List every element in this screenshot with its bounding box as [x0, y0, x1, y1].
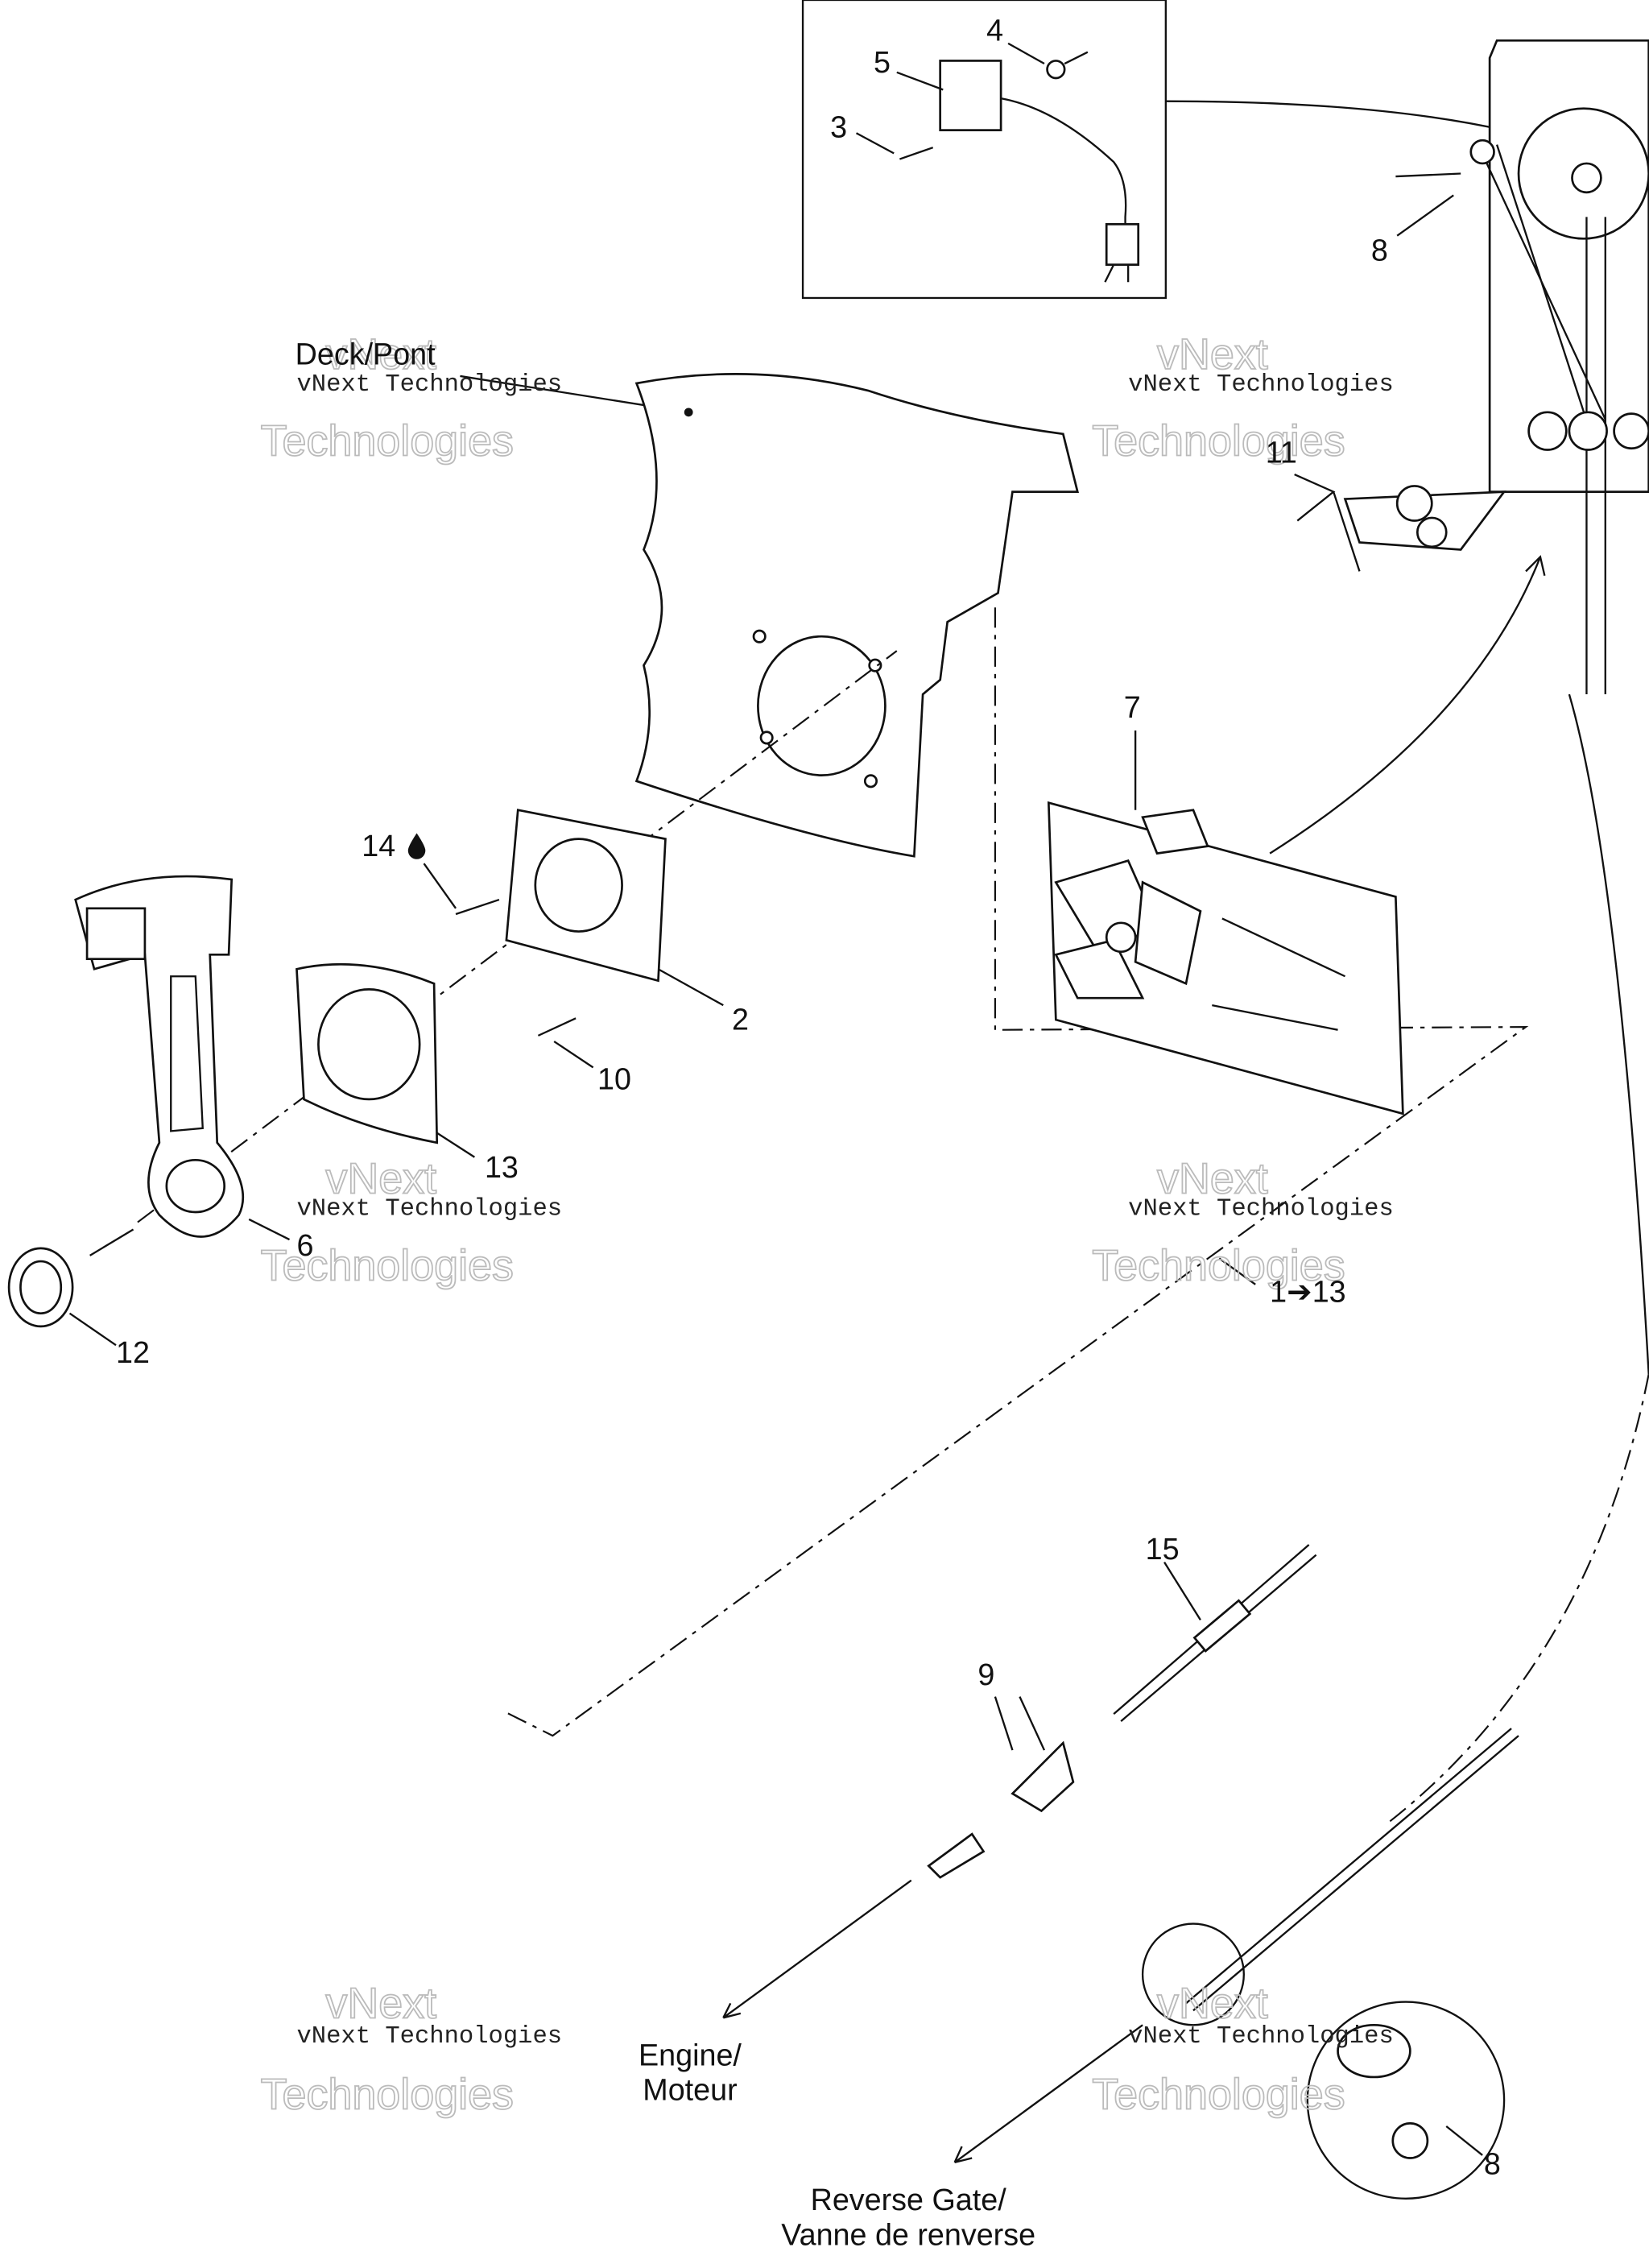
trim-ring [295, 962, 439, 1144]
svg-text:vNext: vNext [325, 1155, 436, 1203]
svg-text:vNext: vNext [1157, 1979, 1268, 2027]
svg-text:vNext Technologies: vNext Technologies [296, 2023, 562, 2051]
callout-15: 15 [1146, 1532, 1180, 1566]
svg-text:vNext Technologies: vNext Technologies [296, 1196, 562, 1223]
engine-label: Engine/ [639, 2038, 742, 2072]
callout-12: 12 [116, 1335, 150, 1369]
drop-icon [407, 833, 426, 859]
callout-9: 9 [977, 1658, 994, 1691]
reverse-gate-label-fr: Vanne de renverse [781, 2217, 1035, 2251]
callout-1-to-13: 1➔13 [1270, 1274, 1346, 1308]
svg-text:Technologies: Technologies [261, 2070, 514, 2118]
callout-labels: 4 5 3 8 Deck/Pont 11 7 14 2 10 13 6 12 1… [116, 13, 1501, 2251]
svg-text:Technologies: Technologies [261, 417, 514, 466]
control-handle [7, 875, 245, 1328]
callout-6: 6 [296, 1228, 313, 1262]
bezel-plate [455, 809, 667, 1037]
svg-text:Technologies: Technologies [1092, 1241, 1345, 1289]
reverse-gate-label: Reverse Gate/ [811, 2183, 1007, 2216]
flow-arrow [1269, 555, 1546, 855]
callout-10: 10 [597, 1062, 631, 1095]
callout-5: 5 [874, 45, 891, 79]
deck-plate [634, 373, 1080, 858]
callout-3: 3 [830, 110, 847, 144]
svg-text:vNext: vNext [325, 1979, 436, 2027]
mechanism-plate [1047, 801, 1404, 1115]
svg-text:vNext Technologies: vNext Technologies [1128, 1196, 1394, 1223]
callout-14: 14 [362, 829, 395, 863]
inset-box [801, 0, 1505, 300]
callout-7: 7 [1124, 690, 1141, 724]
svg-text:Technologies: Technologies [1092, 417, 1345, 466]
svg-text:vNext Technologies: vNext Technologies [1128, 371, 1394, 399]
callout-13: 13 [485, 1150, 519, 1184]
control-box [1343, 39, 1649, 1375]
watermark: vNext vNext Technologies Technologies vN… [260, 329, 1394, 2119]
leader-lines [68, 42, 1483, 2156]
svg-text:vNext: vNext [1157, 330, 1268, 379]
svg-text:vNext: vNext [1157, 1155, 1268, 1203]
callout-11: 11 [1266, 436, 1297, 470]
callout-8-detail: 8 [1484, 2146, 1501, 2180]
callout-4: 4 [986, 13, 1003, 47]
svg-text:vNext Technologies: vNext Technologies [1128, 2023, 1394, 2051]
cables [722, 1544, 1519, 2200]
deck-label: Deck/Pont [295, 337, 436, 371]
callout-8: 8 [1371, 233, 1388, 267]
svg-text:Technologies: Technologies [261, 1241, 514, 1289]
svg-text:Technologies: Technologies [1092, 2070, 1345, 2118]
engine-label-fr: Moteur [643, 2073, 737, 2107]
svg-text:vNext: vNext [325, 330, 436, 379]
svg-text:vNext Technologies: vNext Technologies [296, 371, 562, 399]
callout-2: 2 [732, 1003, 749, 1037]
